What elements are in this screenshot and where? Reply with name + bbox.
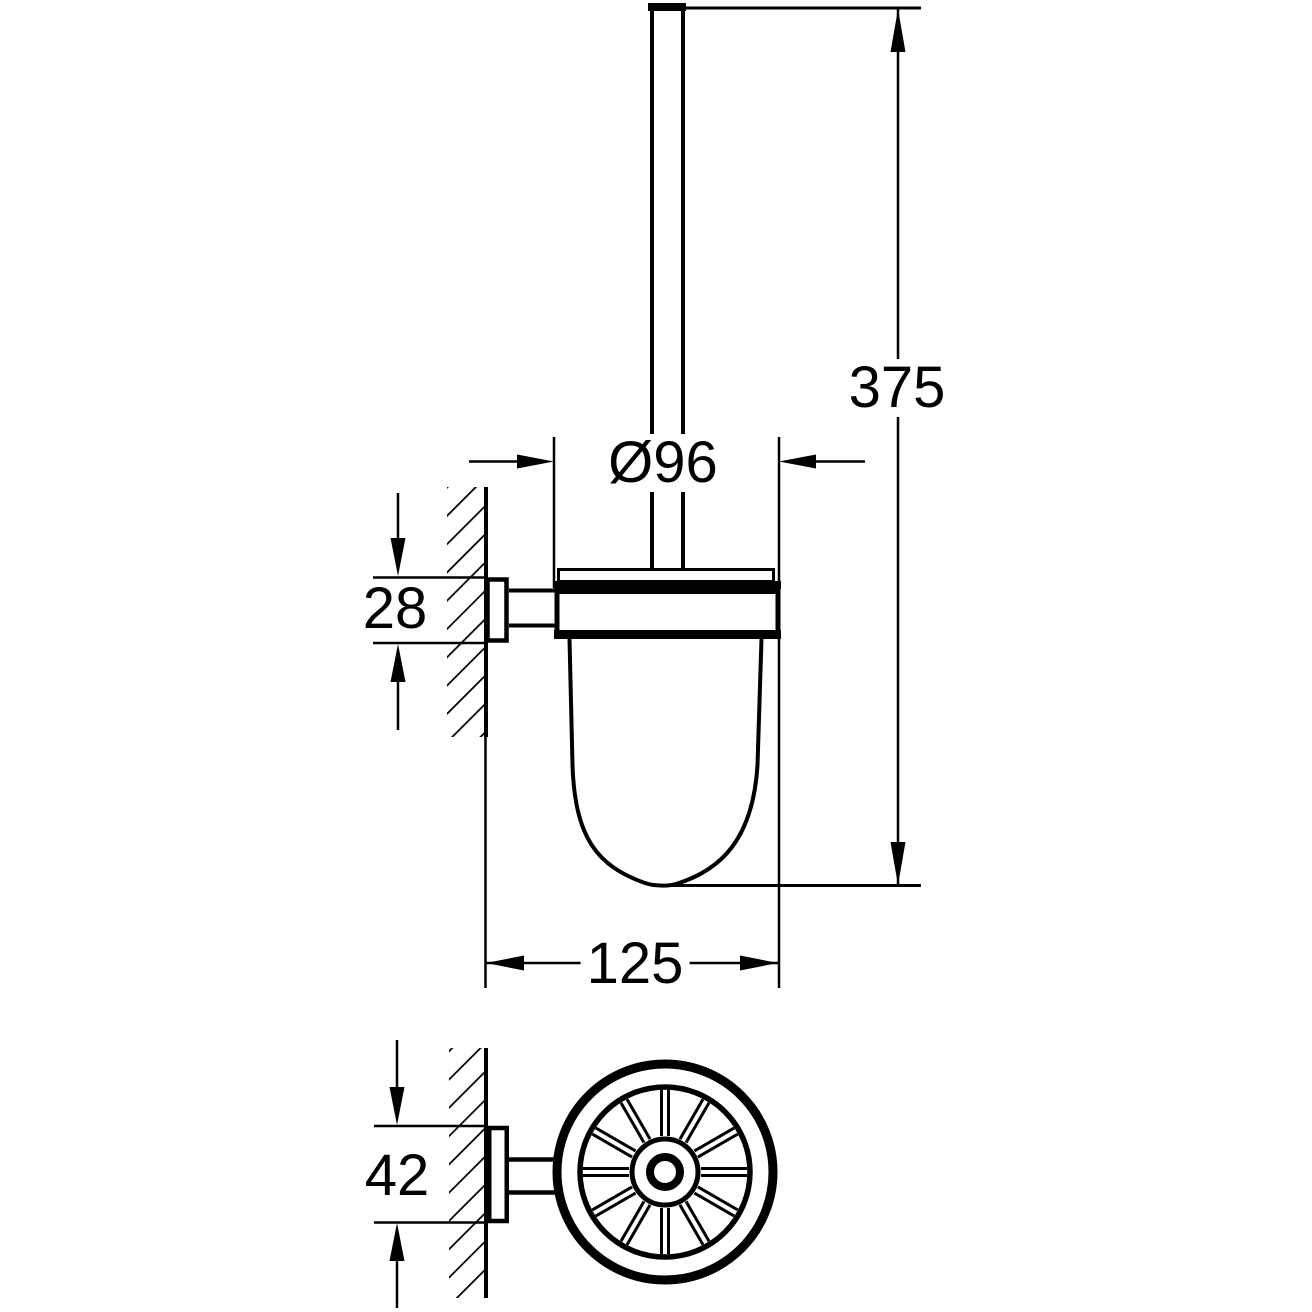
dimension-375 [658, 6, 921, 887]
dimension-label-total-height: 375 [842, 359, 952, 417]
wall-hatch-side [447, 487, 485, 737]
cup-inner-rim [577, 1084, 753, 1260]
dimension-label-wall-plate-width: 42 [358, 1147, 436, 1205]
bracket-arm-side [509, 588, 557, 628]
brush-bristle-spokes [583, 1090, 747, 1254]
dimension-42 [374, 1040, 487, 1308]
wall-hatch-bottom [449, 1048, 487, 1298]
wall-plate-bottom [487, 1125, 509, 1224]
bottom-view [374, 1040, 778, 1308]
glass-cup [567, 638, 764, 888]
arrowhead-down-icon [390, 538, 406, 576]
arrowhead-right-icon [740, 955, 778, 971]
arrowhead-up-icon [390, 644, 406, 682]
dimension-label-cup-diameter: Ø96 [602, 434, 724, 492]
bracket-arm-bottom [509, 1157, 558, 1195]
arrowhead-up-icon [890, 9, 906, 52]
arrowhead-right-icon [517, 454, 554, 469]
dimension-diameter-96 [469, 437, 865, 988]
arrowhead-left-icon [779, 454, 816, 469]
dimension-label-wall-plate-height: 28 [356, 580, 434, 638]
handle-cap [648, 3, 686, 11]
arrowhead-up-icon [389, 1223, 405, 1261]
handle-hub-hole [646, 1153, 684, 1191]
wall-plate-side [485, 577, 509, 643]
side-view [373, 3, 921, 988]
holder-lid [554, 568, 781, 589]
dimension-28 [373, 493, 486, 730]
holder-ring [554, 589, 781, 639]
dimension-label-total-depth: 125 [580, 935, 690, 993]
cup-outer-rim [552, 1059, 778, 1285]
arrowhead-left-icon [486, 955, 524, 971]
arrowhead-down-icon [389, 1087, 405, 1125]
holder-plan-wheel [552, 1059, 778, 1285]
arrowhead-down-icon [890, 842, 906, 885]
